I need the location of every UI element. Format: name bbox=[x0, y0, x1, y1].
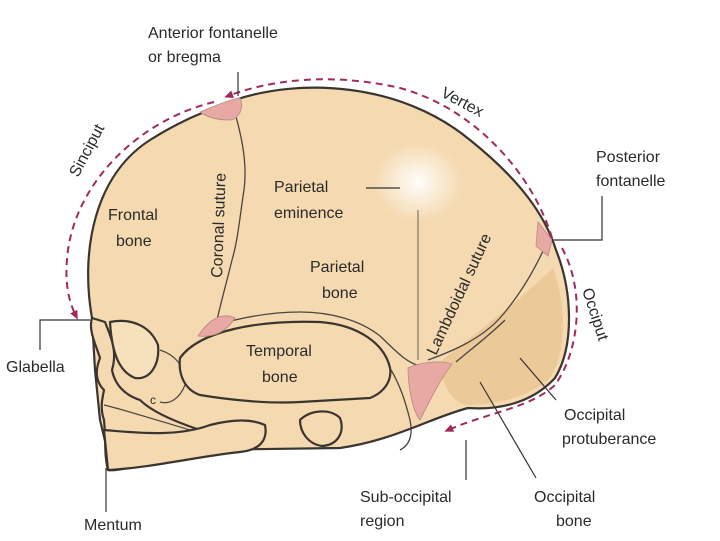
label-parietal-eminence-1: Parietal bbox=[274, 179, 328, 196]
anterior-fontanelle bbox=[199, 97, 243, 121]
label-sub-occipital-2: region bbox=[360, 513, 404, 530]
occipital-shade bbox=[440, 268, 563, 405]
occipital-bone-leader bbox=[479, 381, 537, 479]
sinciput-dashed-arrow bbox=[65, 101, 215, 320]
occipital-protuberance-leader bbox=[519, 357, 557, 401]
label-occipital-bone-1: Occipital bbox=[534, 489, 595, 506]
label-temporal-bone-1: Temporal bbox=[246, 343, 312, 360]
lambdoidal-suture-line bbox=[427, 239, 549, 361]
label-glabella: Glabella bbox=[6, 359, 65, 376]
pterion-membrane bbox=[197, 315, 236, 337]
mandible bbox=[102, 419, 267, 472]
temporal-bone-shape bbox=[178, 320, 392, 404]
label-posterior-fontanelle-1: Posterior bbox=[596, 149, 661, 166]
coronal-suture-line bbox=[215, 101, 246, 326]
label-mentum: Mentum bbox=[84, 517, 142, 534]
label-anterior-fontanelle-2: or bregma bbox=[148, 49, 221, 66]
label-coronal-suture: Coronal suture bbox=[209, 173, 230, 279]
label-vertex: Vertex bbox=[438, 85, 486, 121]
asterion-membrane bbox=[407, 361, 453, 421]
orbit bbox=[108, 319, 160, 380]
maxilla-line bbox=[103, 404, 191, 431]
label-posterior-fontanelle-2: fontanelle bbox=[596, 173, 665, 190]
glabella-leader bbox=[39, 319, 90, 350]
vertex-dashed-arrow bbox=[224, 78, 553, 239]
label-sub-occipital-1: Sub-occipital bbox=[360, 489, 452, 506]
label-occipital-protuberance-1: Occipital bbox=[564, 407, 625, 424]
orbit-letter: c bbox=[150, 393, 156, 407]
label-occipital-protuberance-2: protuberance bbox=[562, 431, 656, 448]
parietal-eminence-glow bbox=[373, 142, 463, 222]
label-occipital-bone-2: bone bbox=[556, 513, 592, 530]
parietal-temporal-suture bbox=[215, 311, 421, 367]
label-parietal-bone-2: bone bbox=[322, 285, 358, 302]
mastoid bbox=[298, 410, 343, 448]
occiput-dashed-arrow bbox=[444, 247, 578, 432]
label-frontal-bone-1: Frontal bbox=[108, 207, 158, 224]
squamosal-line bbox=[389, 367, 412, 451]
posterior-fontanelle-leader bbox=[552, 196, 603, 241]
posterior-fontanelle bbox=[535, 220, 553, 257]
label-anterior-fontanelle-1: Anterior fontanelle bbox=[148, 25, 278, 42]
occipital-inner-line bbox=[455, 319, 506, 363]
label-temporal-bone-2: bone bbox=[262, 369, 298, 386]
label-occiput: Occiput bbox=[578, 286, 611, 343]
label-parietal-eminence-2: eminence bbox=[274, 205, 343, 222]
label-parietal-bone-1: Parietal bbox=[310, 259, 364, 276]
label-sinciput: Sinciput bbox=[67, 121, 109, 180]
label-frontal-bone-2: bone bbox=[116, 233, 152, 250]
